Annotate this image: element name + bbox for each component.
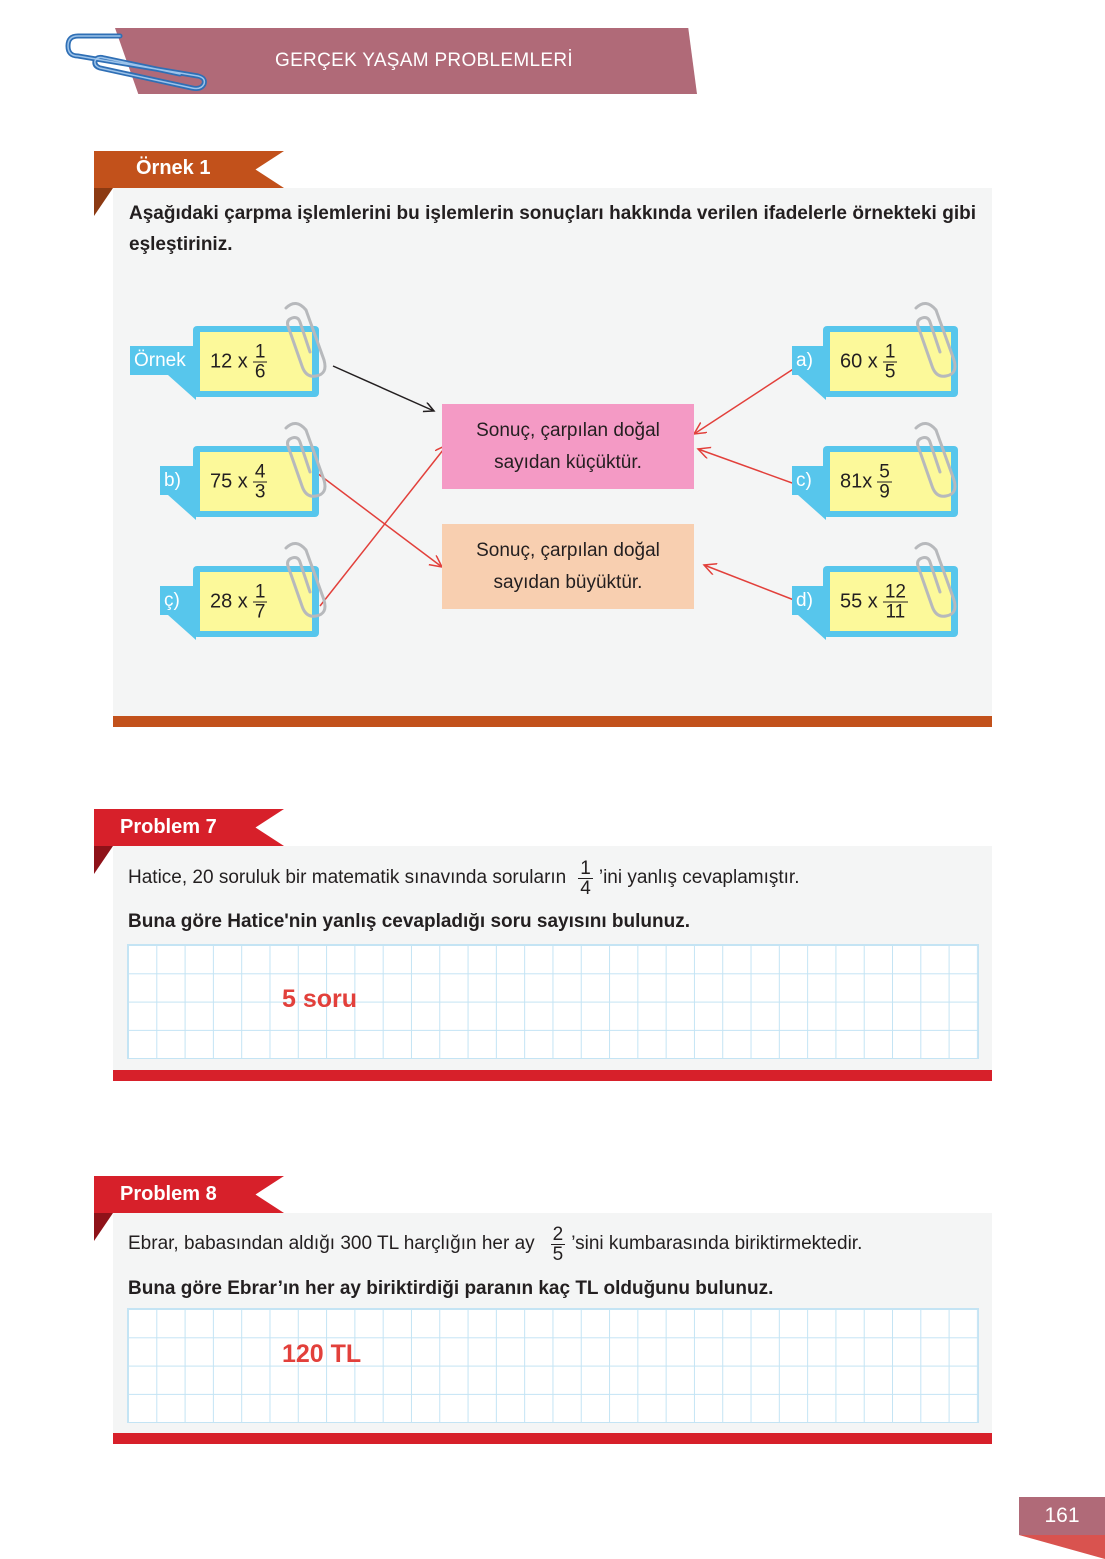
card-label: b) xyxy=(164,470,181,491)
result-larger-line1: Sonuç, çarpılan doğal xyxy=(476,539,660,561)
card-whole: 81x xyxy=(840,470,873,492)
flag-tail xyxy=(798,495,826,520)
header-title: GERÇEK YAŞAM PROBLEMLERİ xyxy=(275,50,573,71)
arrow-d xyxy=(704,565,795,601)
card-label: ç) xyxy=(164,590,180,611)
arrow-c xyxy=(698,449,807,489)
problem8-tab-label: Problem 8 xyxy=(120,1183,217,1205)
paperclip-icon xyxy=(65,33,207,91)
card-label: Örnek xyxy=(134,350,186,371)
problem8-answer: 120 TL xyxy=(282,1340,362,1368)
problem7-text-before: Hatice, 20 soruluk bir matematik sınavın… xyxy=(128,867,567,888)
paperclip-icon xyxy=(914,422,957,498)
card-label: a) xyxy=(796,350,813,371)
flag-tail xyxy=(168,615,196,640)
arrow-ornek xyxy=(332,365,434,411)
problem8-tab-fold xyxy=(94,1213,113,1241)
problem7-text-after: ’ini yanlış cevaplamıştır. xyxy=(598,867,800,888)
problem7-answer: 5 soru xyxy=(282,985,358,1013)
card-whole: 75 x xyxy=(210,470,248,492)
problem7-tab xyxy=(94,809,284,846)
paperclip-icon xyxy=(284,422,327,498)
card-whole: 12 x xyxy=(210,350,248,372)
card-label-flag: Örnek xyxy=(130,346,200,375)
header-banner xyxy=(115,28,697,94)
flag-tail xyxy=(168,495,196,520)
problem7-question: Buna göre Hatice'nin yanlış cevapladığı … xyxy=(128,911,690,932)
problem8-bottom-bar xyxy=(113,1433,992,1444)
problem8-statement: Ebrar, babasından aldığı 300 TL harçlığı… xyxy=(128,1222,862,1266)
example-prompt: Aşağıdaki çarpma işlemlerini bu işlemler… xyxy=(129,203,976,255)
card-label: c) xyxy=(796,470,812,491)
problem8-tab xyxy=(94,1176,284,1213)
problem8-text-before: Ebrar, babasından aldığı 300 TL harçlığı… xyxy=(128,1233,535,1254)
problem7-tab-fold xyxy=(94,846,113,874)
result-larger-box: Sonuç, çarpılan doğal sayıdan büyüktür. xyxy=(442,524,694,609)
example-tab-fold xyxy=(94,188,113,216)
page-corner-decoration xyxy=(1019,1535,1105,1559)
result-smaller-box: Sonuç, çarpılan doğal sayıdan küçüktür. xyxy=(442,404,694,489)
card-label: d) xyxy=(796,590,813,611)
example-tab-label: Örnek 1 xyxy=(136,157,211,179)
problem8-answer-grid xyxy=(127,1308,979,1423)
card-whole: 28 x xyxy=(210,590,248,612)
card-whole: 55 x xyxy=(840,590,878,612)
problem8-question: Buna göre Ebrar’ın her ay biriktirdiği p… xyxy=(128,1278,774,1299)
flag-tail xyxy=(168,375,196,400)
card-whole: 60 x xyxy=(840,350,878,372)
example-tab xyxy=(94,151,284,188)
problem8-text-after: ’sini kumbarasında biriktirmektedir. xyxy=(571,1233,863,1254)
paperclip-icon xyxy=(914,302,957,378)
result-larger-line2: sayıdan büyüktür. xyxy=(493,571,643,593)
paperclip-icon xyxy=(914,542,957,618)
page-number: 161 xyxy=(1019,1497,1105,1535)
card-paperclip-icons xyxy=(284,302,957,618)
arrow-b xyxy=(312,469,442,567)
arrow-c-cedilla xyxy=(319,445,447,607)
example-bottom-bar xyxy=(113,716,992,727)
matching-arrows xyxy=(312,361,807,607)
arrow-a xyxy=(694,361,805,434)
flag-tail xyxy=(798,615,826,640)
flag-tail xyxy=(798,375,826,400)
result-smaller-line1: Sonuç, çarpılan doğal xyxy=(476,419,660,441)
result-smaller-line2: sayıdan küçüktür. xyxy=(494,451,642,473)
paperclip-icon xyxy=(284,542,327,618)
problem7-statement: Hatice, 20 soruluk bir matematik sınavın… xyxy=(128,856,799,900)
problem7-answer-grid xyxy=(127,944,979,1059)
problem7-bottom-bar xyxy=(113,1070,992,1081)
paperclip-icon xyxy=(284,302,327,378)
problem7-tab-label: Problem 7 xyxy=(120,816,217,838)
